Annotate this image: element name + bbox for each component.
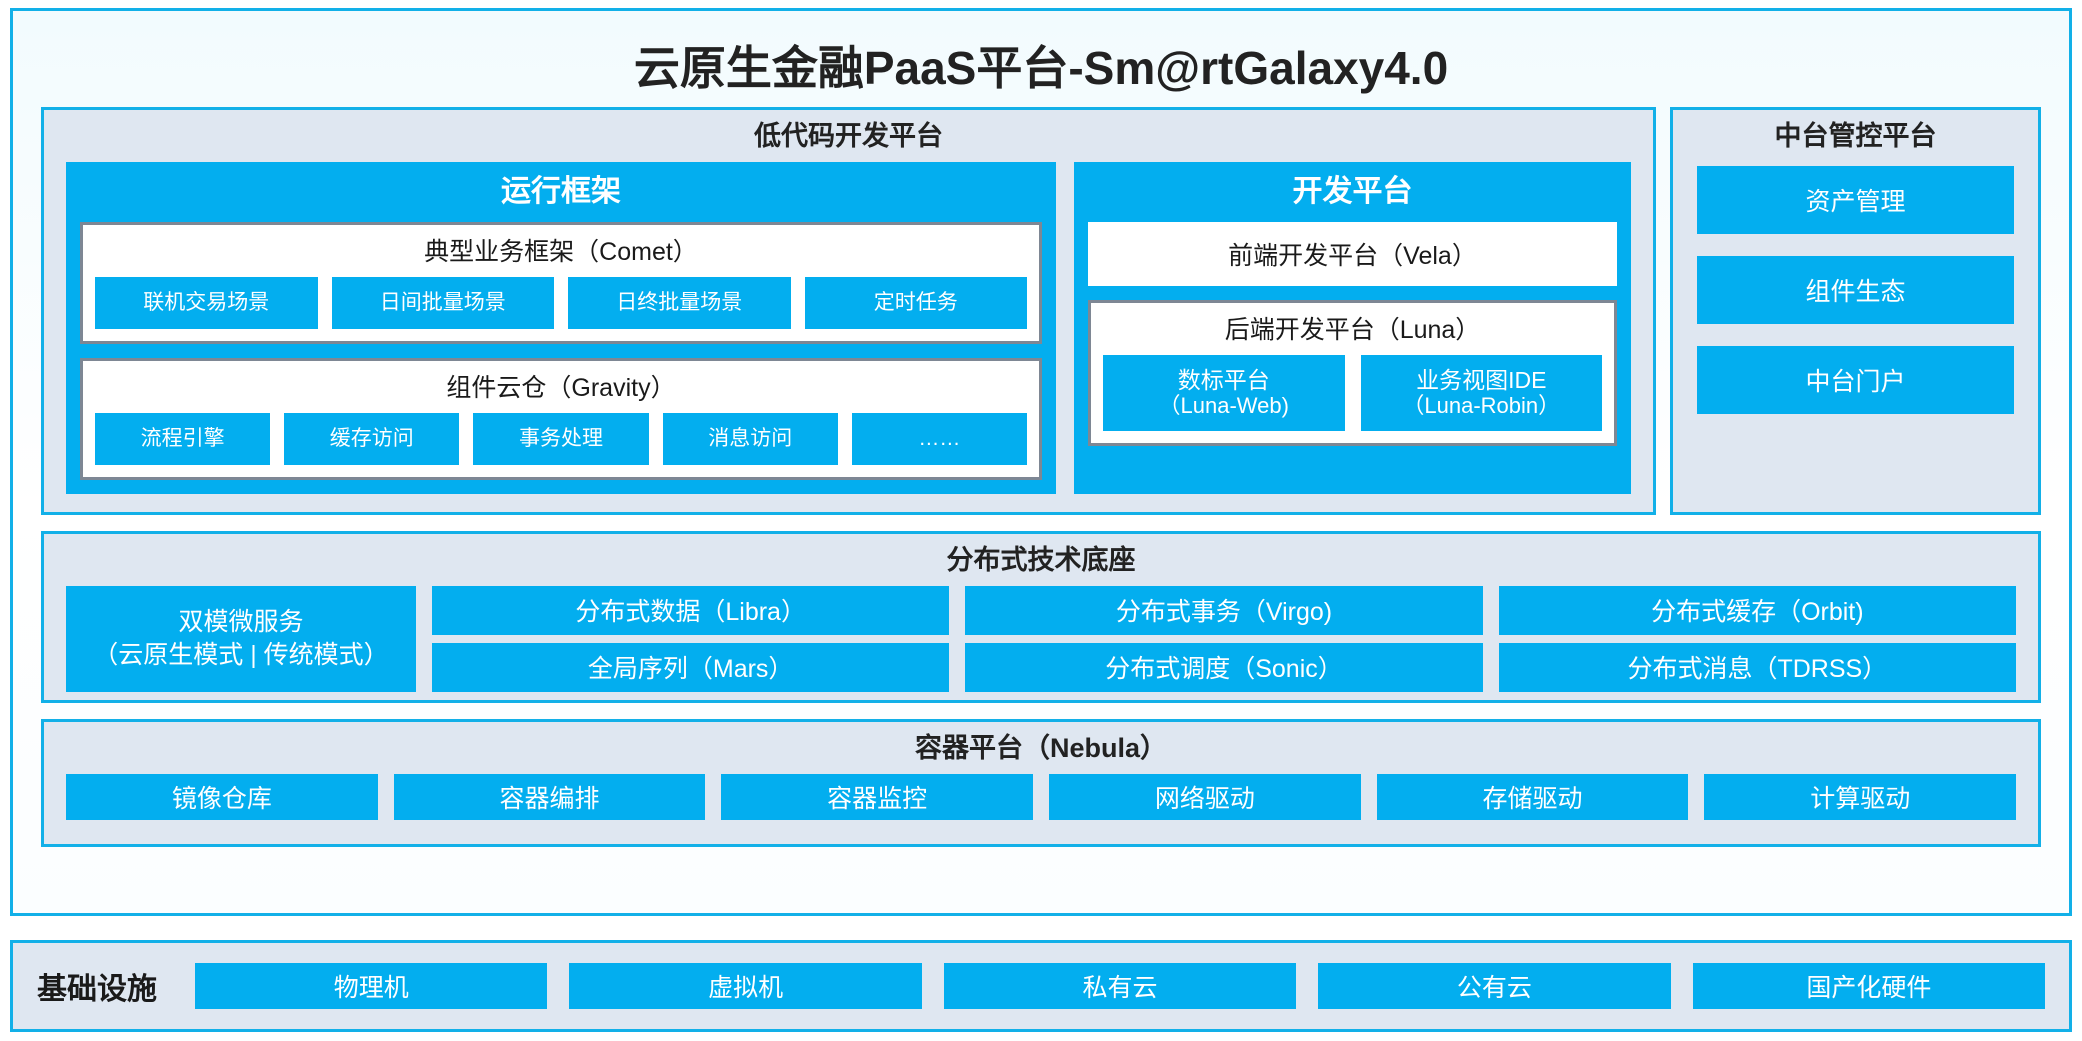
panel-infrastructure: 基础设施 物理机 虚拟机 私有云 公有云 国产化硬件: [10, 940, 2072, 1032]
comet-chip[interactable]: 定时任务: [804, 276, 1027, 329]
tech-base-body: 双模微服务 （云原生模式 | 传统模式） 分布式数据（Libra） 全局序列（M…: [44, 585, 2038, 706]
midoffice-item-asset-management[interactable]: 资产管理: [1697, 165, 2014, 234]
tech-chip-virgo[interactable]: 分布式事务（Virgo): [965, 585, 1483, 635]
container-platform-body: 镜像仓库 容器编排 容器监控 网络驱动 存储驱动 计算驱动: [44, 773, 2038, 834]
row-lowcode-midoffice: 低代码开发平台 运行框架 典型业务框架（Comet） 联机交易场景 日间批量场景…: [41, 107, 2041, 515]
gravity-chip[interactable]: 流程引擎: [95, 412, 271, 465]
panel-lowcode-platform: 低代码开发平台 运行框架 典型业务框架（Comet） 联机交易场景 日间批量场景…: [41, 107, 1656, 515]
container-chip-storage-driver[interactable]: 存储驱动: [1376, 773, 1689, 820]
lowcode-platform-title: 低代码开发平台: [754, 121, 943, 151]
lowcode-platform-body: 运行框架 典型业务框架（Comet） 联机交易场景 日间批量场景 日终批量场景 …: [44, 161, 1653, 516]
luna-chip-robin-name: 业务视图IDE: [1416, 366, 1547, 393]
infra-chip-physical-machine[interactable]: 物理机: [195, 963, 548, 1009]
box-frontend-vela[interactable]: 前端开发平台（Vela）: [1088, 221, 1617, 286]
tech-chip-tdrss[interactable]: 分布式消息（TDRSS）: [1498, 642, 2016, 692]
card-runtime-framework: 运行框架 典型业务框架（Comet） 联机交易场景 日间批量场景 日终批量场景 …: [66, 161, 1056, 494]
comet-chip[interactable]: 日间批量场景: [331, 276, 554, 329]
tech-chip-libra[interactable]: 分布式数据（Libra）: [432, 585, 950, 635]
gravity-chip[interactable]: 事务处理: [473, 412, 649, 465]
luna-chip-row: 数标平台 （Luna-Web) 业务视图IDE （Luna-Robin）: [1103, 354, 1602, 431]
midoffice-item-portal[interactable]: 中台门户: [1697, 345, 2014, 414]
gravity-chip-row: 流程引擎 缓存访问 事务处理 消息访问 ……: [95, 412, 1028, 465]
tech-chip-mars[interactable]: 全局序列（Mars）: [432, 642, 950, 692]
tech-chip-sonic[interactable]: 分布式调度（Sonic）: [965, 642, 1483, 692]
gravity-chip-ellipsis[interactable]: ……: [851, 412, 1028, 465]
infra-chip-virtual-machine[interactable]: 虚拟机: [569, 963, 922, 1009]
box-gravity: 组件云仓（Gravity） 流程引擎 缓存访问 事务处理 消息访问 ……: [80, 357, 1042, 480]
box-comet: 典型业务框架（Comet） 联机交易场景 日间批量场景 日终批量场景 定时任务: [80, 221, 1042, 344]
infra-chip-public-cloud[interactable]: 公有云: [1318, 963, 1671, 1009]
runtime-framework-title: 运行框架: [501, 174, 621, 208]
infrastructure-label: 基础设施: [37, 973, 157, 1006]
container-chip-compute-driver[interactable]: 计算驱动: [1704, 773, 2017, 820]
page-title: 云原生金融PaaS平台-Sm@rtGalaxy4.0: [633, 42, 1449, 94]
gravity-title: 组件云仓（Gravity）: [446, 373, 676, 402]
luna-chip-robin-sub: （Luna-Robin）: [1402, 393, 1561, 419]
tech-chip-dual-mode-microservice[interactable]: 双模微服务 （云原生模式 | 传统模式）: [66, 585, 416, 692]
panel-container-platform: 容器平台（Nebula） 镜像仓库 容器编排 容器监控 网络驱动 存储驱动 计算…: [41, 719, 2041, 847]
tech-column-3: 分布式缓存（Orbit) 分布式消息（TDRSS）: [1498, 585, 2016, 692]
comet-title: 典型业务框架（Comet）: [424, 237, 698, 266]
card-dev-platform: 开发平台 前端开发平台（Vela） 后端开发平台（Luna） 数标平台 （Lun…: [1074, 161, 1631, 494]
container-chip-orchestration[interactable]: 容器编排: [393, 773, 706, 820]
midoffice-title: 中台管控平台: [1774, 121, 1937, 151]
infra-chip-domestic-hardware[interactable]: 国产化硬件: [1692, 963, 2046, 1009]
container-chip-image-repo[interactable]: 镜像仓库: [66, 773, 378, 820]
luna-chip-web-name: 数标平台: [1177, 366, 1270, 393]
box-backend-luna: 后端开发平台（Luna） 数标平台 （Luna-Web) 业务视图IDE （Lu…: [1088, 299, 1617, 446]
panel-midoffice-platform: 中台管控平台 资产管理 组件生态 中台门户: [1670, 107, 2041, 515]
backend-luna-title: 后端开发平台（Luna）: [1224, 315, 1481, 344]
dev-platform-title: 开发平台: [1292, 174, 1413, 208]
panel-distributed-tech-base: 分布式技术底座 双模微服务 （云原生模式 | 传统模式） 分布式数据（Libra…: [41, 531, 2041, 703]
platform-main-frame: 云原生金融PaaS平台-Sm@rtGalaxy4.0 低代码开发平台 运行框架 …: [10, 8, 2072, 916]
comet-chip[interactable]: 联机交易场景: [95, 276, 318, 329]
luna-chip-web-sub: （Luna-Web): [1158, 393, 1289, 419]
container-chip-monitoring[interactable]: 容器监控: [721, 773, 1034, 820]
tech-column-2: 分布式事务（Virgo) 分布式调度（Sonic）: [965, 585, 1483, 692]
comet-chip[interactable]: 日终批量场景: [568, 276, 791, 329]
tech-chip-orbit[interactable]: 分布式缓存（Orbit): [1498, 585, 2016, 635]
dual-mode-line1: 双模微服务: [178, 608, 304, 637]
gravity-chip[interactable]: 消息访问: [662, 412, 838, 465]
infra-chip-private-cloud[interactable]: 私有云: [943, 963, 1297, 1009]
midoffice-body: 资产管理 组件生态 中台门户: [1673, 162, 2038, 512]
gravity-chip[interactable]: 缓存访问: [284, 412, 460, 465]
tech-column-1: 分布式数据（Libra） 全局序列（Mars）: [432, 585, 950, 692]
container-chip-network-driver[interactable]: 网络驱动: [1049, 773, 1361, 820]
luna-chip-robin[interactable]: 业务视图IDE （Luna-Robin）: [1360, 354, 1602, 431]
container-platform-title: 容器平台（Nebula）: [914, 733, 1168, 763]
tech-base-title: 分布式技术底座: [946, 545, 1136, 575]
midoffice-item-component-ecosystem[interactable]: 组件生态: [1697, 255, 2014, 324]
luna-chip-web[interactable]: 数标平台 （Luna-Web): [1103, 354, 1345, 431]
dual-mode-line2: （云原生模式 | 传统模式）: [93, 640, 389, 669]
comet-chip-row: 联机交易场景 日间批量场景 日终批量场景 定时任务: [95, 276, 1027, 329]
